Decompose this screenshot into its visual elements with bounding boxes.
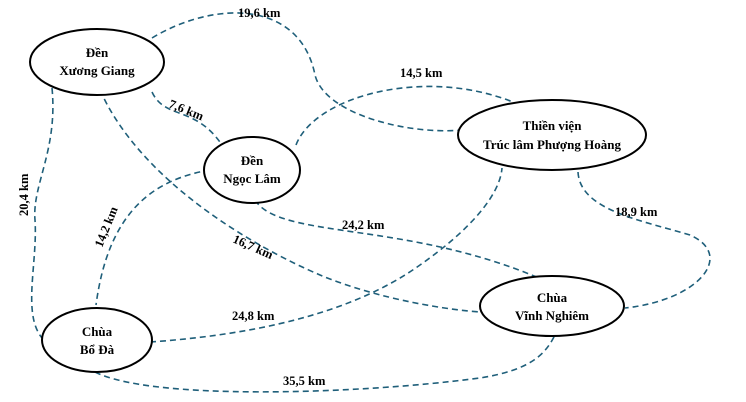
edge-label-14-2: 14,2 km — [92, 204, 121, 249]
edge-label-18-9: 18,9 km — [615, 205, 658, 219]
node-den-ngoc-lam: Đền Ngọc Lâm — [203, 136, 301, 204]
node-thien-vien-phuong-hoang-line2: Trúc lâm Phượng Hoàng — [483, 137, 621, 152]
node-den-ngoc-lam-line1: Đền — [241, 153, 264, 168]
node-chua-bo-da: Chùa Bổ Đà — [41, 307, 153, 373]
edge-label-14-5: 14,5 km — [400, 66, 443, 80]
node-thien-vien-phuong-hoang-line1: Thiền viện — [523, 118, 583, 133]
node-thien-vien-phuong-hoang: Thiền viện Trúc lâm Phượng Hoàng — [457, 99, 647, 171]
node-chua-bo-da-line2: Bổ Đà — [80, 342, 115, 357]
edge-label-24-8: 24,8 km — [232, 309, 275, 323]
node-chua-vinh-nghiem-line2: Vĩnh Nghiêm — [515, 308, 589, 323]
edge-xuong-giang-phuong-hoang — [151, 12, 463, 132]
edge-xuong-giang-vinh-nghiem — [99, 89, 481, 313]
node-chua-bo-da-line1: Chùa — [82, 324, 113, 339]
edge-label-16-7: 16,7 km — [231, 232, 276, 262]
edge-ngoc-lam-bo-da — [95, 169, 211, 306]
node-chua-vinh-nghiem-line1: Chùa — [537, 290, 568, 305]
edge-label-24-2: 24,2 km — [342, 218, 385, 232]
node-den-xuong-giang-line1: Đền — [86, 45, 109, 60]
edge-xuong-giang-bo-da — [30, 87, 54, 343]
node-chua-vinh-nghiem: Chùa Vĩnh Nghiêm — [479, 275, 625, 337]
edge-phuong-hoang-vinh-nghiem — [577, 171, 711, 309]
edge-ngoc-lam-vinh-nghiem — [254, 199, 549, 283]
edge-bo-da-phuong-hoang — [149, 167, 503, 343]
edge-label-35-5: 35,5 km — [283, 374, 326, 388]
edge-label-7-6: 7,6 km — [167, 97, 206, 124]
edge-bo-da-vinh-nghiem — [94, 334, 556, 393]
node-den-ngoc-lam-line2: Ngọc Lâm — [223, 171, 281, 186]
edge-label-20-4: 20,4 km — [17, 173, 31, 216]
node-den-xuong-giang-line2: Xương Giang — [59, 63, 135, 78]
edge-label-19-6: 19,6 km — [238, 6, 281, 20]
edge-xuong-giang-ngoc-lam — [151, 91, 223, 146]
edge-ngoc-lam-phuong-hoang — [295, 85, 521, 146]
node-den-xuong-giang: Đền Xương Giang — [29, 28, 165, 96]
